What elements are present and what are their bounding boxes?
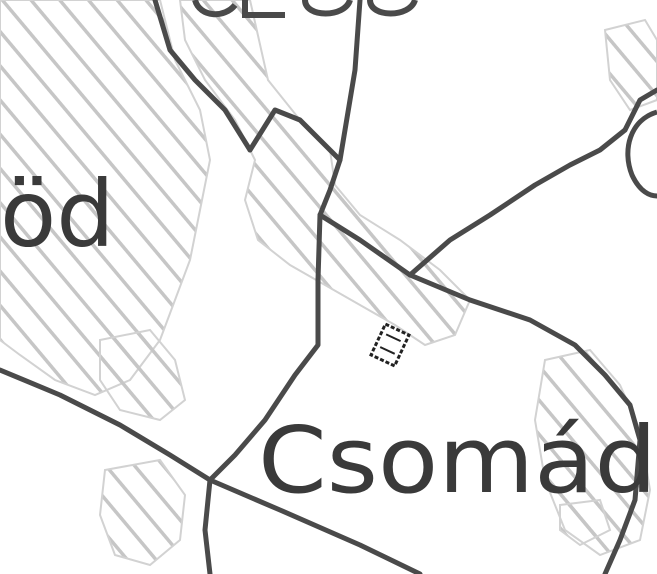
road-west-lower (0, 367, 423, 574)
road-south-vertical (202, 477, 213, 574)
road-central-east (317, 212, 643, 443)
place-label-god: öd (0, 161, 115, 268)
parcel-marker-icon[interactable] (369, 322, 411, 368)
cut-off-lettering-top (192, 0, 418, 18)
road-north-east (407, 127, 628, 278)
road-north-main (317, 0, 363, 218)
place-label-csomad: Csomád (258, 407, 657, 514)
road-north-west (152, 0, 253, 153)
road-central-vertical (207, 212, 323, 483)
settlement-area-god (0, 0, 212, 397)
place-ring-partial (625, 109, 657, 199)
settlement-area-northeast (603, 18, 657, 112)
road-east-loop (622, 87, 657, 133)
road-east-edge (602, 437, 643, 574)
settlement-area-southwest (98, 458, 187, 567)
settlement-area-southeast-small (559, 498, 612, 547)
road-north-loop (247, 107, 343, 163)
settlement-area-west-lower (99, 328, 187, 422)
